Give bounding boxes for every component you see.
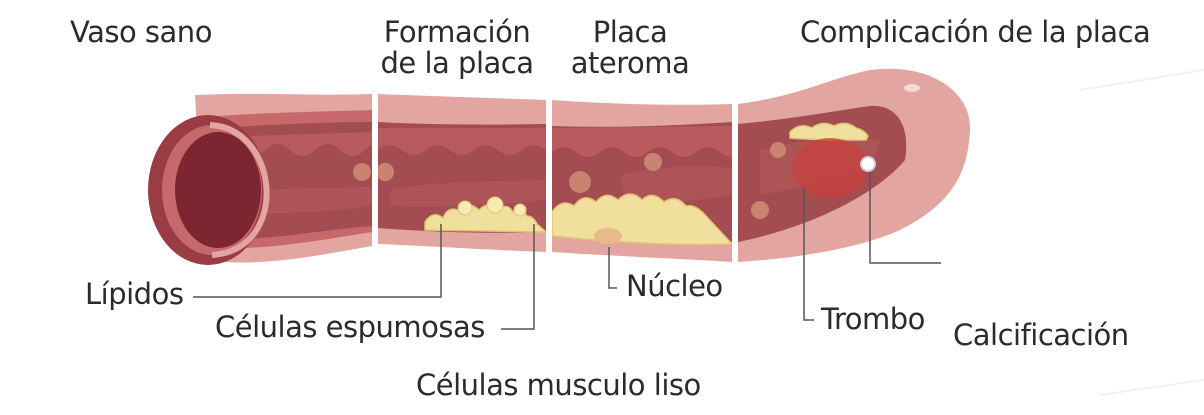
label-calcification: Calcificación [953,318,1129,352]
stage-title-line: ateroma [570,46,690,80]
label-core: Núcleo [626,269,723,303]
label-lipids: Lípidos [85,277,184,311]
stage-title-line: Formación [383,15,531,49]
lumen-highlight [620,166,732,203]
cell-blob [770,142,786,158]
segment-atheroma [552,100,732,262]
calcified-plaque [789,122,869,141]
leader-thrombus [803,188,814,321]
leader-lines [193,172,941,330]
vessel-opening-edge [209,122,270,258]
label-thrombus: Trombo [821,302,925,336]
segment-plaque-formation [378,94,546,252]
stage-title-atheroma: Placa ateroma [560,17,700,79]
label-foam-cells: Células espumosas [215,310,485,344]
stage-title-complication: Complicación de la placa [800,15,1151,49]
thrombus [792,138,868,198]
foam-cell [513,203,527,217]
wall-highlight [904,84,920,92]
cell-blob [751,201,769,219]
segment-complication [738,68,971,263]
stage-title-line: Placa [592,15,668,49]
necrotic-core [594,228,622,244]
leader-calcification [869,172,941,264]
cell-blob [353,163,371,181]
cell-blob [644,153,662,171]
lumen-highlight [390,180,546,207]
label-smooth-muscle-cells: Células musculo liso [416,368,701,402]
intima-wave [552,126,732,157]
leader-lipids [193,224,442,298]
stage-title-healthy: Vaso sano [70,15,212,49]
segment-healthy [148,93,372,265]
cell-blob [378,163,394,181]
foam-cell [457,200,473,216]
intima-wave [378,128,546,155]
stage-title-line: de la placa [380,46,534,80]
stage-title-plaque-formation: Formación de la placa [376,17,538,79]
calcification-dot [860,156,876,172]
leader-foam-cells [501,224,535,330]
vessel-opening-lumen [175,132,261,248]
cell-blob [569,171,591,193]
leader-core [608,247,617,289]
background-decoration [1079,69,1204,396]
foam-cell [486,196,504,214]
